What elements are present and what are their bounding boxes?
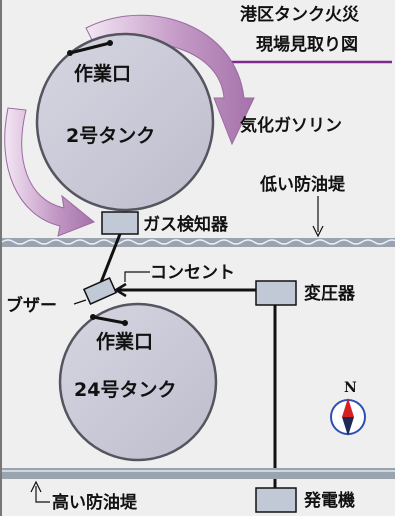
vapor-flow-arrow-lower xyxy=(4,107,95,237)
compass-needle-north xyxy=(342,398,354,417)
tank-2-label: 2号タンク xyxy=(66,125,155,147)
high-dike-pointer-head xyxy=(30,480,42,493)
compass-north-label: N xyxy=(344,380,357,396)
title-line-1: 港区タンク火災 xyxy=(240,4,360,25)
tank-2-hatch-point-b xyxy=(107,40,113,46)
low-dike-label: 低い防油堤 xyxy=(259,174,346,195)
low-dike xyxy=(2,238,395,247)
tank-24 xyxy=(58,302,218,462)
tank-2-port-label: 作業口 xyxy=(74,62,131,85)
tank-2-hatch-point-a xyxy=(67,50,73,56)
tank-24-hatch-point-b xyxy=(122,320,128,326)
transformer-box xyxy=(255,280,297,306)
tank-2 xyxy=(35,32,215,212)
buzzer-label-line xyxy=(73,299,87,305)
detector-to-buzzer-wire xyxy=(98,233,122,286)
tank-24-label: 24号タンク xyxy=(74,379,176,401)
tank-24-hatch-point-a xyxy=(90,314,96,320)
title-line-2: 現場見取り図 xyxy=(256,35,358,55)
low-dike-wave xyxy=(1,239,395,245)
buzzer-label: ブザー xyxy=(6,295,57,316)
gas-detector-box xyxy=(101,211,139,235)
low-dike-pointer-head xyxy=(312,225,324,238)
tank-24-port-label: 作業口 xyxy=(96,330,153,353)
tank-24-hatch xyxy=(92,315,126,325)
outlet-label: コンセント xyxy=(150,263,235,283)
compass: N xyxy=(330,380,366,436)
transformer-label: 変圧器 xyxy=(304,283,356,304)
gas-detector-label: ガス検知器 xyxy=(143,214,229,235)
generator-label: 発電機 xyxy=(303,490,355,511)
vapor-label: 気化ガソリン xyxy=(239,115,342,136)
compass-needle-south xyxy=(342,417,354,436)
tank-2-hatch xyxy=(69,41,111,55)
buzzer-box xyxy=(82,277,118,305)
generator-box xyxy=(255,487,297,513)
high-dike-pointer xyxy=(35,486,50,503)
high-dike-label: 高い防油堤 xyxy=(52,492,138,513)
high-dike xyxy=(2,468,395,479)
outlet-arrow-head xyxy=(113,282,127,298)
outlet-pointer xyxy=(124,271,150,282)
